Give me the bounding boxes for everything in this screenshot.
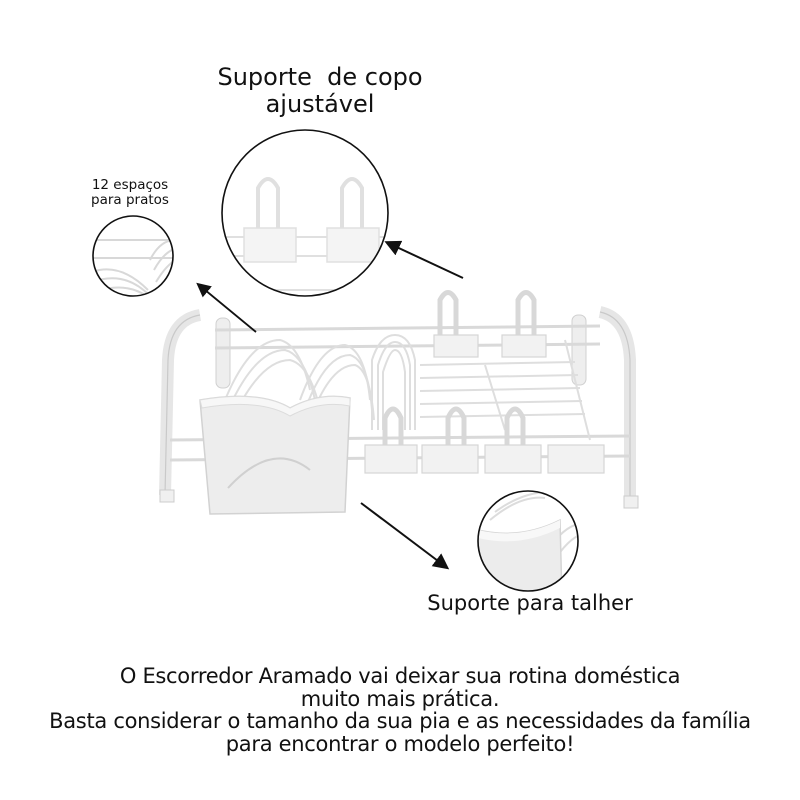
description-line-3: Basta considerar o tamanho da sua pia e …: [49, 709, 751, 734]
arrow-to-cutlery-holder: [360, 502, 450, 570]
dish-rack: [159, 290, 639, 509]
callout-plate-slots-line1: 12 espaços: [91, 177, 169, 193]
product-description: O Escorredor Aramado vai deixar sua roti…: [0, 665, 800, 756]
cutlery-holder: [199, 395, 351, 515]
zoom-circle-plate-rack: [92, 215, 174, 297]
description-line-4: para encontrar o modelo perfeito!: [225, 732, 575, 757]
callout-plate-slots-label: 12 espaços para pratos: [62, 177, 198, 209]
callout-cup-holder-label: Suporte de copo ajustável: [200, 64, 440, 118]
description-line-2: muito mais prática.: [300, 686, 500, 711]
arrow-to-cup-holder: [384, 240, 464, 279]
callout-cutlery-holder-label: Suporte para talher: [427, 591, 633, 615]
zoom-circle-cup-holder: [221, 129, 389, 297]
zoom-circle-cutlery-holder: [477, 490, 579, 592]
callout-plate-slots-line2: para pratos: [91, 192, 169, 209]
callout-cup-holder-line1: Suporte de copo: [217, 63, 423, 91]
description-line-1: O Escorredor Aramado vai deixar sua roti…: [119, 664, 681, 688]
arrow-to-plate-rack: [196, 282, 257, 333]
callout-cup-holder-line2: ajustável: [265, 89, 375, 118]
